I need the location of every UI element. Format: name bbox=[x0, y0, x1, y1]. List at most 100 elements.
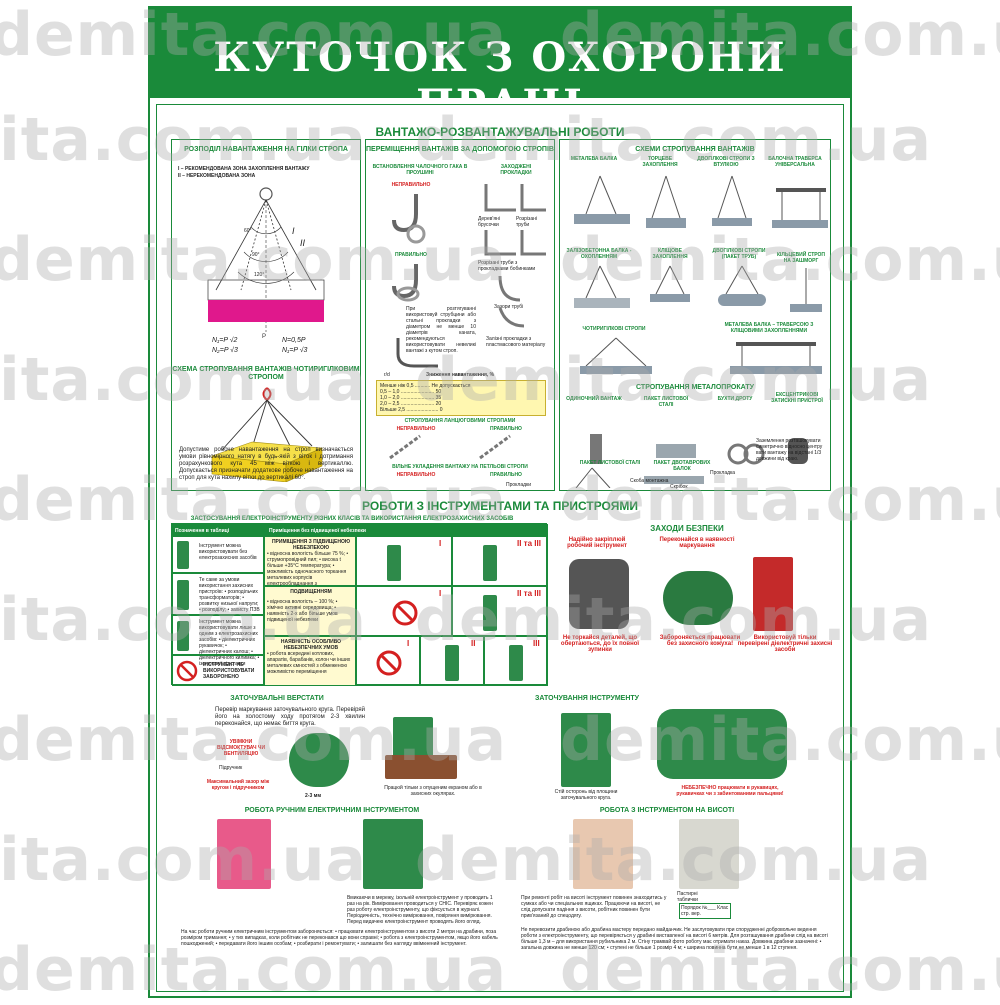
svg-text:P: P bbox=[262, 334, 266, 340]
class-cell: III bbox=[484, 636, 548, 686]
power-tool-image bbox=[753, 557, 793, 631]
worker-figure bbox=[509, 645, 523, 681]
tag-sample: Порядок №___ Клас стр. вер. bbox=[679, 903, 731, 919]
moving-cargo-panel: ПЕРЕМІЩЕННЯ ВАНТАЖІВ ЗА ДОПОМОГОЮ СТРОПІ… bbox=[365, 139, 555, 491]
class-cell: I bbox=[356, 636, 420, 686]
wrong-label: НЕПРАВИЛЬНО bbox=[396, 472, 436, 478]
table-row: 0,5 – 1,0 ........................ 50 bbox=[380, 389, 442, 395]
angle-grinder-image bbox=[663, 571, 733, 625]
class-cell: II та III bbox=[452, 586, 548, 636]
metal-title: СТРОПУВАННЯ МЕТАЛОПРОКАТУ bbox=[636, 384, 754, 391]
moving-paragraph: При розтягуванні використовуй струбцини … bbox=[406, 306, 476, 354]
condition-text: • робота всередині котлових, апаратів, б… bbox=[267, 651, 351, 675]
tag-caption: Пастирні таблички bbox=[677, 891, 698, 903]
class-label: II та III bbox=[517, 589, 541, 598]
pad-caption: Прокладки bbox=[506, 482, 531, 488]
pads-subtitle: ЗАХОДЖЕНІ ПРОКЛАДКИ bbox=[500, 164, 532, 176]
metal-icons bbox=[575, 434, 808, 488]
gap-value: 2-3 мм bbox=[305, 793, 322, 799]
scheme-label: ЧОТИРИГІЛКОВІ СТРОПИ bbox=[582, 326, 646, 332]
prohibited-icon bbox=[176, 660, 198, 682]
right-label: ПРАВИЛЬНО bbox=[395, 252, 427, 258]
bend-diagram bbox=[396, 338, 438, 368]
title-bar: КУТОЧОК З ОХОРОНИ ПРАЦІ bbox=[150, 8, 850, 128]
metal-note: Заземлення розташовувати симетрично відн… bbox=[756, 438, 823, 462]
scheme-label: КЛІЩОВЕ ЗАХОПЛЕННЯ bbox=[652, 248, 688, 260]
angle-label: 60° bbox=[244, 228, 252, 234]
class-label: I bbox=[439, 589, 442, 598]
pads-icons bbox=[484, 184, 546, 328]
gloves-danger: НЕБЕЗПЕЧНО працювати в рукавицях, рукави… bbox=[676, 785, 784, 797]
safety-poster: КУТОЧОК З ОХОРОНИ ПРАЦІ ВАНТАЖО-РОЗВАНТА… bbox=[148, 6, 852, 998]
metal-label: БУХТИ ДРОТУ bbox=[717, 396, 753, 402]
prohibited-text: ІНСТРУМЕНТ НЕ ВИКОРИСТОВУВАТИ ЗАБОРОНЕНО bbox=[203, 662, 255, 680]
table-head: r/d bbox=[384, 372, 390, 378]
classification-text: Те саме за умови використання захисних п… bbox=[199, 577, 260, 613]
table-row: Менше ніж 0,5 ........... Не допускаєтьс… bbox=[380, 383, 471, 389]
manual-tool-title: РОБОТА РУЧНИМ ЕЛЕКТРИЧНИМ ІНСТРУМЕНТОМ bbox=[244, 807, 420, 814]
worker-figure bbox=[483, 595, 497, 631]
ladder-image bbox=[679, 819, 739, 889]
class-cell: I bbox=[356, 586, 452, 636]
load-distribution-title: РОЗПОДІЛ НАВАНТАЖЕННЯ НА ГІЛКИ СТРОПА bbox=[184, 146, 348, 153]
hook-right-icon bbox=[392, 264, 420, 302]
class-cell: I bbox=[356, 536, 452, 586]
schemes-row-3 bbox=[580, 337, 822, 374]
angle-label: 90° bbox=[252, 252, 260, 258]
tools-heading: РОБОТИ З ІНСТРУМЕНТАМИ ТА ПРИСТРОЯМИ bbox=[362, 499, 638, 513]
pad-caption: Зазори трубі bbox=[494, 304, 524, 310]
loop-subtitle: ВІЛЬНЕ УКЛАДЕННЯ ВАНТАЖУ НА ПЕТЛЬОВІ СТР… bbox=[392, 464, 528, 470]
ventilation-warning: УВІМКНИ ВІДСМОКТУВАЧ ЧИ ВЕНТИЛЯЦІЮ bbox=[216, 739, 266, 757]
classification-cell: Інструмент можна використовувати лише з … bbox=[172, 615, 264, 667]
danger-condition-cell: ПРИМІЩЕННЯ З ПІДВИЩЕНОЮ НЕБЕЗПЕКОЮ • від… bbox=[264, 536, 356, 593]
table-header-cell: Приміщення без підвищеної небезпеки bbox=[264, 524, 548, 536]
four-sling-title: СХЕМА СТРОПУВАННЯ ВАНТАЖІВ ЧОТИРИГІЛКОВИ… bbox=[172, 366, 360, 381]
manual-text-a: Вмикаючи в мережу, ізольній електроінстр… bbox=[347, 895, 493, 919]
reduction-table: Менше ніж 0,5 ........... Не допускаєтьс… bbox=[376, 380, 546, 416]
sharpening-machine-image bbox=[561, 713, 611, 787]
worker-figure bbox=[177, 621, 189, 651]
height-text: При ремонті робіт на висоті інструмент п… bbox=[521, 895, 667, 919]
slinging-schemes-panel: СХЕМИ СТРОПУВАННЯ ВАНТАЖІВ МЕТАЛЕВА БАЛК… bbox=[559, 139, 831, 491]
table-row: 1,0 – 2,0 ........................ 35 bbox=[380, 395, 442, 401]
metal-label: ЕКСЦЕНТРИКОВІ ЗАТИСКНІ ПРИСТРОЇ bbox=[771, 392, 823, 404]
grinder-wheel-image bbox=[289, 733, 349, 787]
grinding-title: ЗАТОЧУВАЛЬНІ ВЕРСТАТИ bbox=[230, 695, 324, 702]
metal-label: ПАКЕТ ЛИСТОВОЇ СТАЛІ bbox=[579, 460, 641, 466]
workbench-image bbox=[385, 755, 457, 779]
manual-restrictions: На час роботи ручним електричним інструм… bbox=[181, 929, 498, 947]
measures-title: ЗАХОДИ БЕЗПЕКИ bbox=[650, 524, 724, 533]
prohibited-icon bbox=[376, 650, 402, 676]
chain-subtitle: СТРОПУВАННЯ ЛАНЦЮГОВИМИ СТРОПАМИ bbox=[404, 418, 516, 424]
sling-angle-diagram: P bbox=[207, 187, 325, 340]
condition-title: ПОДВИЩЕННЯМ bbox=[290, 589, 332, 595]
schemes-row-2 bbox=[574, 265, 822, 312]
zone-label: II bbox=[300, 238, 306, 248]
height-worker-image bbox=[573, 819, 633, 889]
chain-icons bbox=[389, 434, 511, 460]
tool-classes-table: Позначення в таблиці Приміщення без підв… bbox=[171, 523, 548, 686]
tools-subheading: ЗАСТОСУВАННЯ ЕЛЕКТРОІНСТРУМЕНТУ РІЗНИХ К… bbox=[190, 516, 514, 522]
condition-title: ПРИМІЩЕННЯ З ПІДВИЩЕНОЮ НЕБЕЗПЕКОЮ bbox=[271, 539, 351, 551]
worker-figure bbox=[387, 545, 401, 581]
condition-title: НАЯВНІСТЬ ОСОБЛИВО НЕБЕЗПЕЧНИХ УМОВ bbox=[280, 639, 342, 651]
manual-text-b: Перед видачею електроінструмент проводят… bbox=[347, 919, 481, 925]
table-row: Більше 2,5 ....................... 0 bbox=[380, 407, 443, 413]
poster-content: ВАНТАЖО-РОЗВАНТАЖУВАЛЬНІ РОБОТИ РОЗПОДІЛ… bbox=[156, 104, 844, 992]
legend-zone-1: I – РЕКОМЕНДОВАНА ЗОНА ЗАХОПЛЕННЯ ВАНТАЖ… bbox=[178, 166, 310, 172]
height-work-title: РОБОТА З ІНСТРУМЕНТОМ НА ВИСОТІ bbox=[599, 807, 735, 814]
height-rules: Не перевозити драбиною або драбина масте… bbox=[521, 927, 828, 951]
measure-text: Переконайся в наявності маркування bbox=[659, 537, 735, 549]
condition-text: • відносна вологість – 100 %; • хімічно … bbox=[267, 599, 338, 623]
table-row: 2,0 – 2,5 ........................ 20 bbox=[380, 401, 442, 407]
table-header-cell: Позначення в таблиці bbox=[172, 524, 264, 536]
measure-text: Надійно закріплюй робочий інструмент bbox=[567, 537, 627, 549]
pad-caption: Дерев'яні брусочки bbox=[478, 216, 500, 228]
scheme-label: ДВОГІЛКОВІ СТРОПИ З ВТУЛКОЮ bbox=[697, 156, 755, 168]
legend-zone-2: II – НЕРЕКОМЕНДОВАНА ЗОНА bbox=[178, 173, 256, 179]
drill-image bbox=[363, 819, 423, 889]
class-cell: II та III bbox=[452, 536, 548, 586]
pad-caption: Залізні прокладки з пластмасового матері… bbox=[486, 336, 546, 348]
schemes-row-1 bbox=[574, 175, 828, 228]
classification-cell: Інструмент можна використовувати без еле… bbox=[172, 536, 264, 573]
